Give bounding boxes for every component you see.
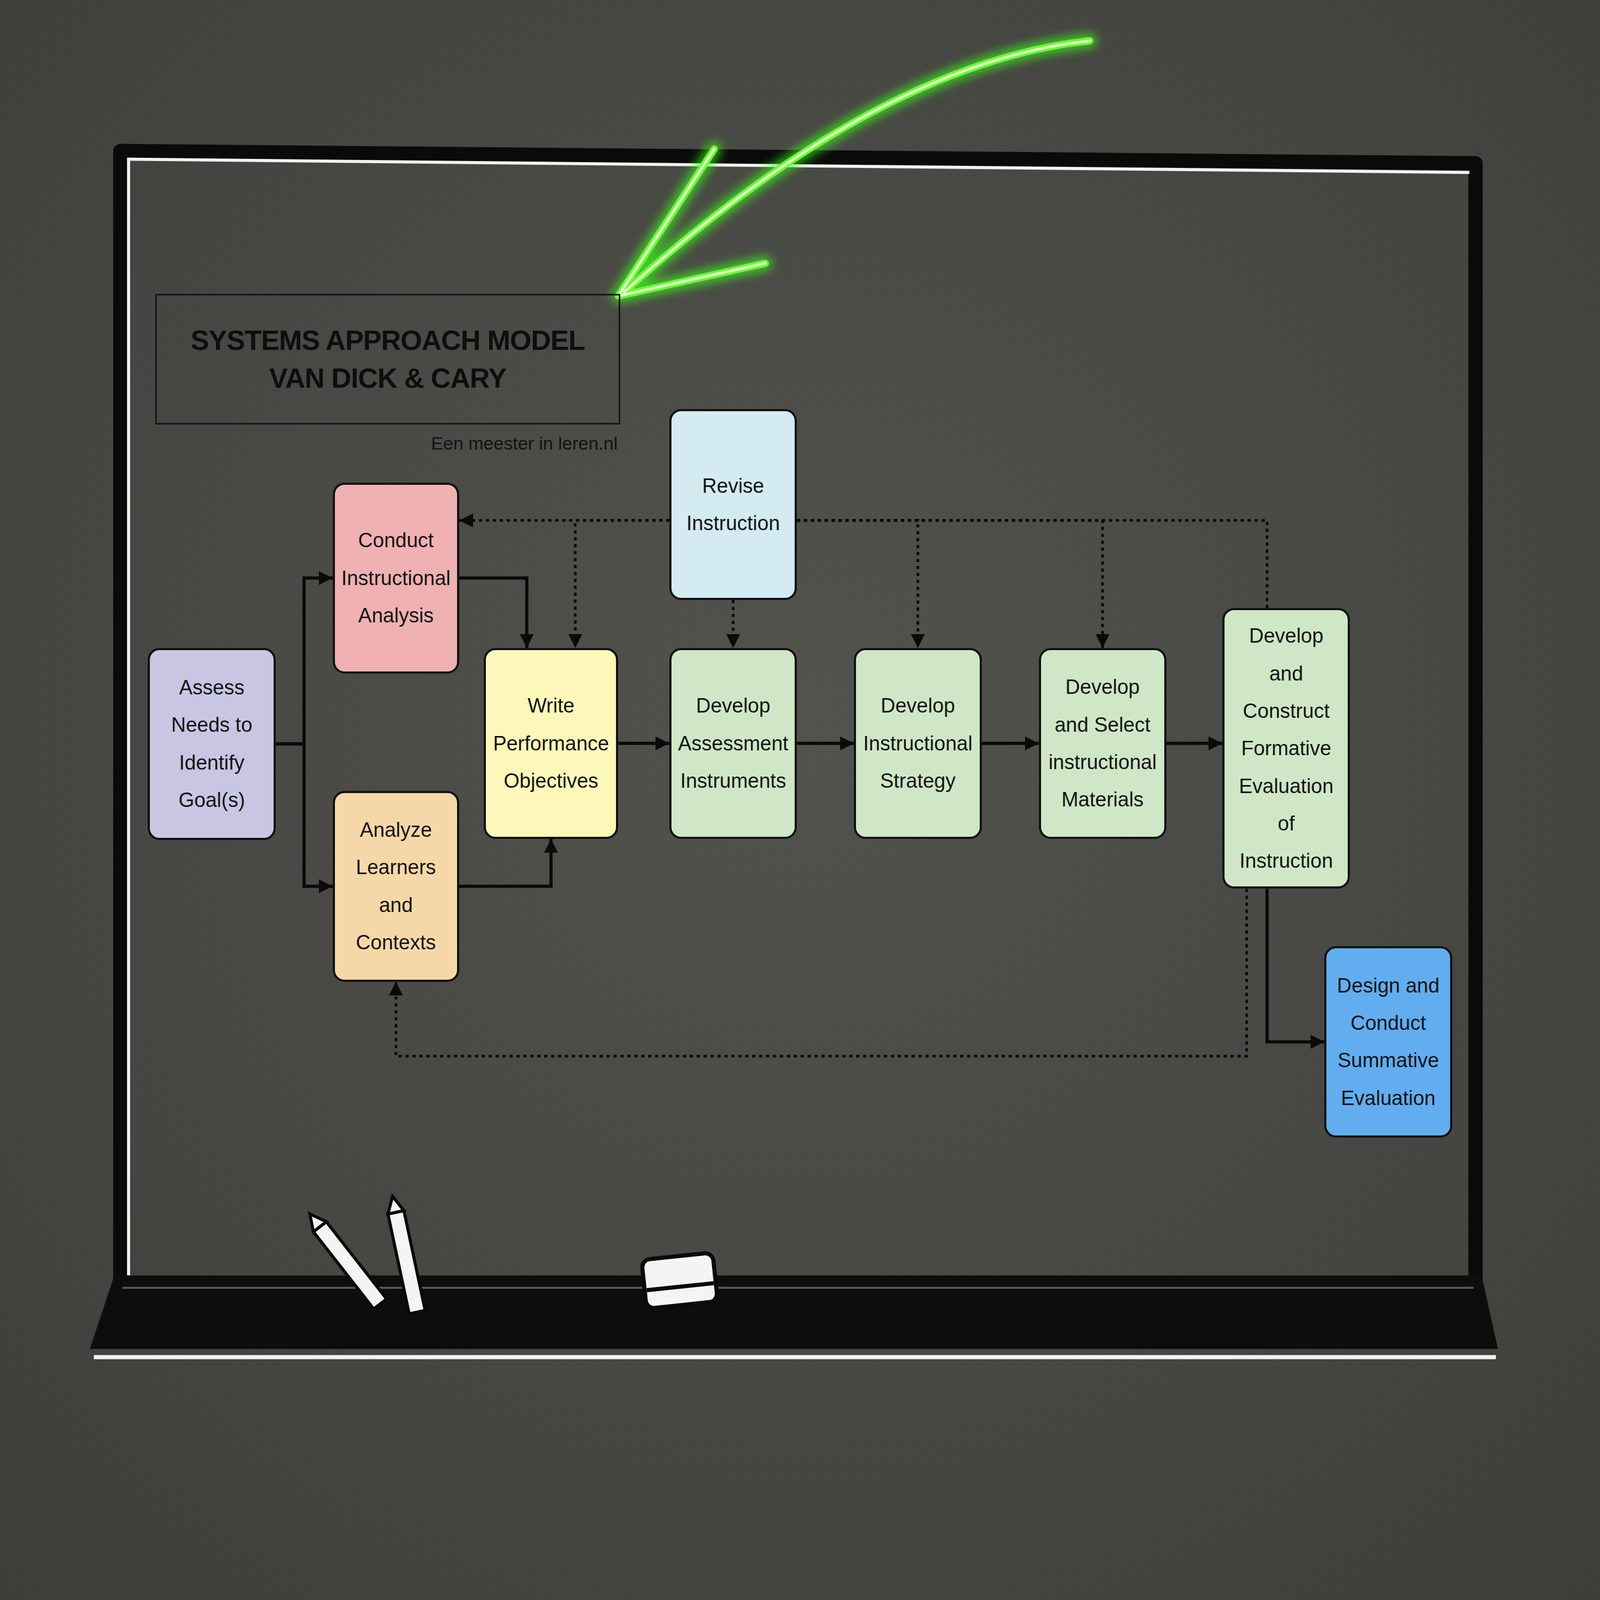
neon-shaft bbox=[624, 41, 1090, 293]
box-label: Write Performance Objectives bbox=[491, 686, 611, 800]
process-box: Write Performance Objectives bbox=[483, 648, 619, 839]
chalk-tip bbox=[303, 1209, 327, 1232]
flow-arrow bbox=[618, 741, 670, 746]
box-label: Assess Needs to Identify Goal(s) bbox=[155, 668, 268, 819]
chalk-body bbox=[313, 1221, 387, 1310]
board-frame bbox=[120, 150, 1476, 1282]
revision-link bbox=[796, 520, 1103, 648]
eraser bbox=[641, 1252, 718, 1309]
box-content: Develop Assessment Instruments bbox=[676, 686, 790, 800]
tray-highlight bbox=[93, 1355, 1496, 1360]
diagram-title: SYSTEMS APPROACH MODEL VAN DICK & CARY bbox=[167, 321, 608, 397]
neon-head bbox=[618, 148, 766, 296]
process-box: Develop and Select instructional Materia… bbox=[1038, 648, 1167, 839]
flow-arrow bbox=[981, 741, 1039, 746]
chalk-stick bbox=[384, 1194, 426, 1314]
flow-arrow bbox=[796, 741, 854, 746]
box-content: Analyze Learners and Contexts bbox=[340, 811, 452, 962]
revision-link bbox=[459, 518, 670, 522]
box-content: Revise Instruction bbox=[676, 467, 790, 543]
neon-shaft bbox=[624, 41, 1090, 293]
box-label: Conduct Instructional Analysis bbox=[340, 521, 452, 635]
flow-arrow bbox=[459, 838, 551, 887]
chalk-tip bbox=[384, 1194, 404, 1214]
flow-arrow bbox=[459, 578, 527, 648]
board-tray bbox=[89, 1275, 1498, 1350]
process-box: Analyze Learners and Contexts bbox=[332, 790, 460, 982]
box-label: Develop Instructional Strategy bbox=[861, 686, 974, 800]
box-label: Develop and Select instructional Materia… bbox=[1046, 668, 1159, 819]
watermark-note: Een meester in leren.nl bbox=[430, 433, 618, 454]
neon-arrow bbox=[618, 41, 1090, 296]
flow-arrow bbox=[275, 744, 333, 887]
eraser-body bbox=[641, 1252, 718, 1309]
revision-link bbox=[796, 520, 918, 648]
revision-link bbox=[575, 520, 670, 648]
box-content: Conduct Instructional Analysis bbox=[340, 521, 452, 635]
box-label: Revise Instruction bbox=[676, 467, 790, 543]
eraser-band bbox=[646, 1283, 715, 1291]
box-label: Design and Conduct Summative Evaluation bbox=[1331, 966, 1445, 1117]
neon-head bbox=[618, 148, 766, 296]
flow-arrow bbox=[1166, 741, 1223, 746]
box-label: Analyze Learners and Contexts bbox=[340, 811, 452, 962]
process-box: Conduct Instructional Analysis bbox=[332, 482, 460, 674]
revision-link bbox=[731, 600, 735, 648]
box-content: Develop and Select instructional Materia… bbox=[1046, 668, 1159, 819]
flow-arrow bbox=[1267, 888, 1325, 1042]
box-content: Assess Needs to Identify Goal(s) bbox=[155, 668, 268, 819]
process-box: Design and Conduct Summative Evaluation bbox=[1324, 946, 1452, 1139]
process-box: Develop and Construct Formative Evaluati… bbox=[1222, 608, 1350, 889]
flow-arrow bbox=[275, 578, 333, 744]
box-content: Design and Conduct Summative Evaluation bbox=[1331, 966, 1445, 1117]
revision-box: Revise Instruction bbox=[669, 409, 797, 600]
neon-line bbox=[618, 41, 1090, 296]
chalk-stick bbox=[303, 1209, 387, 1310]
process-box: Develop Assessment Instruments bbox=[669, 648, 797, 839]
neon-shaft bbox=[624, 41, 1090, 293]
process-box: Develop Instructional Strategy bbox=[853, 648, 982, 839]
chalk-body bbox=[387, 1210, 426, 1315]
box-content: Develop and Construct Formative Evaluati… bbox=[1229, 617, 1343, 880]
box-content: Develop Instructional Strategy bbox=[861, 686, 974, 800]
process-box: Assess Needs to Identify Goal(s) bbox=[147, 648, 276, 840]
board-frame-highlight bbox=[128, 158, 1470, 1276]
neon-glow bbox=[618, 41, 1090, 296]
title-box: SYSTEMS APPROACH MODEL VAN DICK & CARY bbox=[155, 293, 621, 425]
box-label: Develop and Construct Formative Evaluati… bbox=[1229, 617, 1343, 880]
neon-core bbox=[618, 41, 1090, 296]
revision-link bbox=[796, 520, 1268, 609]
box-content: Write Performance Objectives bbox=[491, 686, 611, 800]
tray-edge bbox=[122, 1286, 1474, 1290]
box-label: Develop Assessment Instruments bbox=[676, 686, 790, 800]
revision-link bbox=[395, 888, 1247, 1056]
